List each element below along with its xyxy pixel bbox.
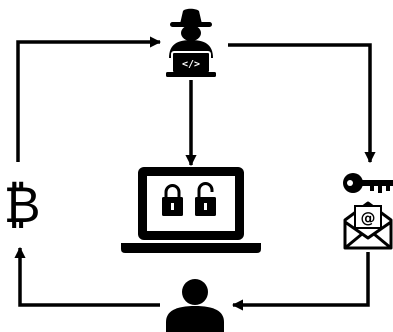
bitcoin-icon: ₿	[3, 176, 40, 234]
locked-padlock-icon	[162, 184, 183, 216]
arrow-victim-to-bitcoin	[14, 246, 160, 307]
arrow-hacker-to-key-email	[228, 43, 376, 164]
arrow-key-email-to-victim	[231, 252, 370, 311]
code-symbol: </>	[182, 59, 200, 70]
arrow-bitcoin-to-hacker	[16, 36, 162, 162]
key-icon	[343, 173, 393, 193]
hacker-icon: </>	[166, 8, 216, 77]
email-icon: @	[343, 201, 393, 250]
at-symbol: @	[361, 209, 376, 227]
laptop-icon	[121, 167, 261, 253]
user-icon	[166, 279, 224, 332]
unlocked-padlock-icon	[195, 182, 216, 216]
